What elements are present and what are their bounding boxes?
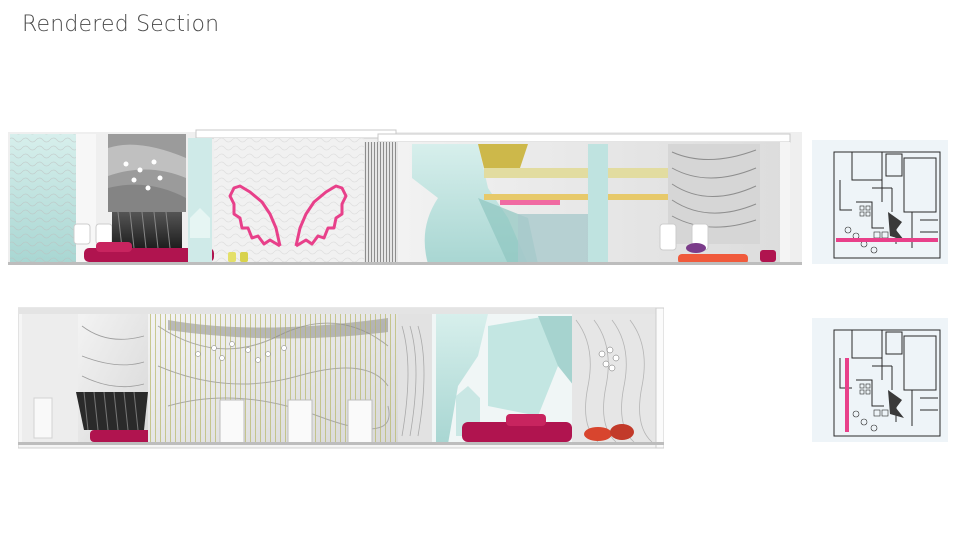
door [33,397,53,439]
stool [228,252,236,262]
textured-wall [572,314,656,444]
chandelier [598,346,620,372]
doors [219,399,373,445]
pink-strip [500,200,560,205]
accent-chair [760,250,776,262]
coral-chair [584,427,612,441]
floor-line [8,262,802,265]
key-plan-lower-drawing [833,329,941,437]
rendered-section-lower [18,306,664,450]
glass-room [518,214,588,264]
pendant-lights [195,341,287,363]
mint-drape [436,314,488,444]
section-cut-line [845,358,849,432]
stool [240,252,248,262]
mint-column [588,144,608,264]
magenta-sofa [462,422,572,442]
magenta-seat [90,430,152,442]
page-title: Rendered Section [22,12,220,37]
armchair [73,223,91,245]
plan-feature [888,390,904,418]
pouf [686,243,706,253]
armchair [95,223,113,245]
mint-panel [488,316,558,416]
roof-slab [377,133,791,143]
armchair [659,223,677,251]
roof-slab [195,129,397,139]
plan-feature [888,212,904,240]
section-cut-line [836,238,938,242]
neon-wings-sign [228,184,348,248]
key-plan-upper-drawing [833,151,941,259]
wall [398,314,432,444]
mint-panel [188,138,212,264]
section-upper-drawing [8,129,802,265]
floor-line [18,442,664,445]
coral-sofa [678,254,748,264]
key-plan-upper [812,140,948,264]
coral-chair [610,424,634,440]
rendered-section-upper [8,128,802,268]
key-plan-lower [812,318,948,442]
mustard-ceiling [478,144,528,168]
dark-feature [76,392,148,430]
section-lower-drawing [18,307,664,449]
pendant-lights [123,159,163,191]
striped-panel [364,142,398,264]
